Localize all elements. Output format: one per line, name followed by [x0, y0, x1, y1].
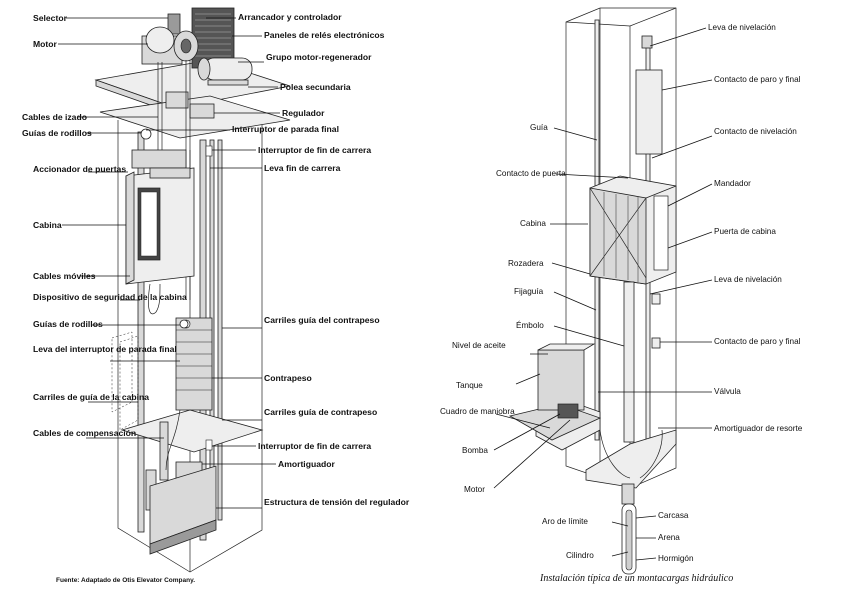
label-interruptor-parada-final: Interruptor de parada final — [232, 124, 339, 134]
label-cabina: Cabina — [33, 220, 62, 230]
label-accionador-puertas: Accionador de puertas — [33, 164, 126, 174]
label-leva-interruptor: Leva del interruptor de parada final — [33, 344, 177, 354]
plunger — [623, 281, 635, 443]
label-hormigon: Hormigón — [658, 554, 694, 563]
label-cables-izado: Cables de izado — [22, 112, 87, 122]
hydraulic-lift-diagram: Guía Contacto de puerta Cabina Rozadera … — [440, 7, 803, 584]
label-arrancador-controlador: Arrancador y controlador — [238, 12, 342, 22]
label-contacto-paro-final-1: Contacto de paro y final — [714, 75, 801, 84]
right-diagram-labels-left: Guía Contacto de puerta Cabina Rozadera … — [440, 123, 594, 560]
label-fijaguia: Fijaguía — [514, 287, 544, 296]
label-tanque: Tanque — [456, 381, 483, 390]
right-diagram-labels-right: Leva de nivelación Contacto de paro y fi… — [658, 23, 803, 563]
label-dispositivo-seguridad: Dispositivo de seguridad de la cabina — [33, 292, 187, 302]
label-guias-rodillos-1: Guías de rodillos — [22, 128, 92, 138]
label-paneles-reles: Paneles de relés electrónicos — [264, 30, 385, 40]
label-valvula: Válvula — [714, 387, 741, 396]
governor — [189, 103, 215, 119]
label-contacto-nivelacion: Contacto de nivelación — [714, 127, 797, 136]
pit-machinery — [508, 343, 677, 505]
label-grupo-motor-regenerador: Grupo motor-regenerador — [266, 52, 372, 62]
label-contacto-paro-final-2: Contacto de paro y final — [714, 337, 801, 346]
label-carriles-guia-contrapeso-1: Carriles guía del contrapeso — [264, 315, 380, 325]
label-amortiguador: Amortiguador — [278, 459, 335, 469]
source-note: Fuente: Adaptado de Otis Elevator Compan… — [56, 577, 195, 584]
label-contacto-puerta: Contacto de puerta — [496, 169, 566, 178]
label-guias-rodillos-2: Guías de rodillos — [33, 319, 103, 329]
left-diagram-labels-left: Selector Motor Cables de izado Guías de … — [22, 13, 187, 438]
car-cabin — [125, 149, 195, 285]
label-nivel-aceite: Nivel de aceite — [452, 341, 506, 350]
label-carriles-guia-cabina: Carriles de guía de la cabina — [33, 392, 149, 402]
label-cabina-h: Cabina — [520, 219, 546, 228]
left-diagram-labels-right: Arrancador y controlador Paneles de relé… — [232, 12, 410, 507]
selector-box — [167, 13, 181, 35]
label-mandador: Mandador — [714, 179, 751, 188]
label-arena: Arena — [658, 533, 680, 542]
counterweight — [175, 317, 213, 411]
label-embolo: Émbolo — [516, 320, 544, 330]
label-carriles-guia-contrapeso-2: Carriles guía de contrapeso — [264, 407, 377, 417]
cylinder — [621, 503, 637, 575]
label-selector: Selector — [33, 13, 68, 23]
hoist-motor — [141, 26, 199, 65]
label-polea-secundaria: Polea secundaria — [280, 82, 351, 92]
label-leva-nivelacion-2: Leva de nivelación — [714, 275, 782, 284]
motor-generator-set — [197, 57, 253, 86]
hydraulic-car — [589, 175, 677, 285]
label-motor-h: Motor — [464, 485, 485, 494]
label-cuadro-maniobra: Cuadro de maniobra — [440, 407, 515, 416]
label-cables-moviles: Cables móviles — [33, 271, 96, 281]
label-leva-fin-carrera: Leva fin de carrera — [264, 163, 341, 173]
label-regulador: Regulador — [282, 108, 325, 118]
label-interruptor-fin-carrera-2: Interruptor de fin de carrera — [258, 441, 371, 451]
label-estructura-tension: Estructura de tensión del regulador — [264, 497, 410, 507]
label-cables-compensacion: Cables de compensación — [33, 428, 136, 438]
label-interruptor-fin-carrera-1: Interruptor de fin de carrera — [258, 145, 371, 155]
label-motor: Motor — [33, 39, 58, 49]
label-guia: Guía — [530, 123, 548, 132]
label-rozadera: Rozadera — [508, 259, 544, 268]
label-contrapeso: Contrapeso — [264, 373, 312, 383]
label-amortiguador-resorte: Amortiguador de resorte — [714, 424, 803, 433]
label-puerta-cabina: Puerta de cabina — [714, 227, 776, 236]
figure-caption: Instalación típica de un montacargas hid… — [539, 573, 733, 584]
traction-elevator-diagram: Selector Motor Cables de izado Guías de … — [22, 7, 410, 584]
pit-equipment — [120, 409, 264, 555]
oil-tank — [537, 349, 585, 411]
label-carcasa: Carcasa — [658, 511, 689, 520]
label-cilindro: Cilindro — [566, 551, 594, 560]
label-aro-limite: Aro de límite — [542, 517, 588, 526]
label-leva-nivelacion-1: Leva de nivelación — [708, 23, 776, 32]
label-bomba: Bomba — [462, 446, 488, 455]
